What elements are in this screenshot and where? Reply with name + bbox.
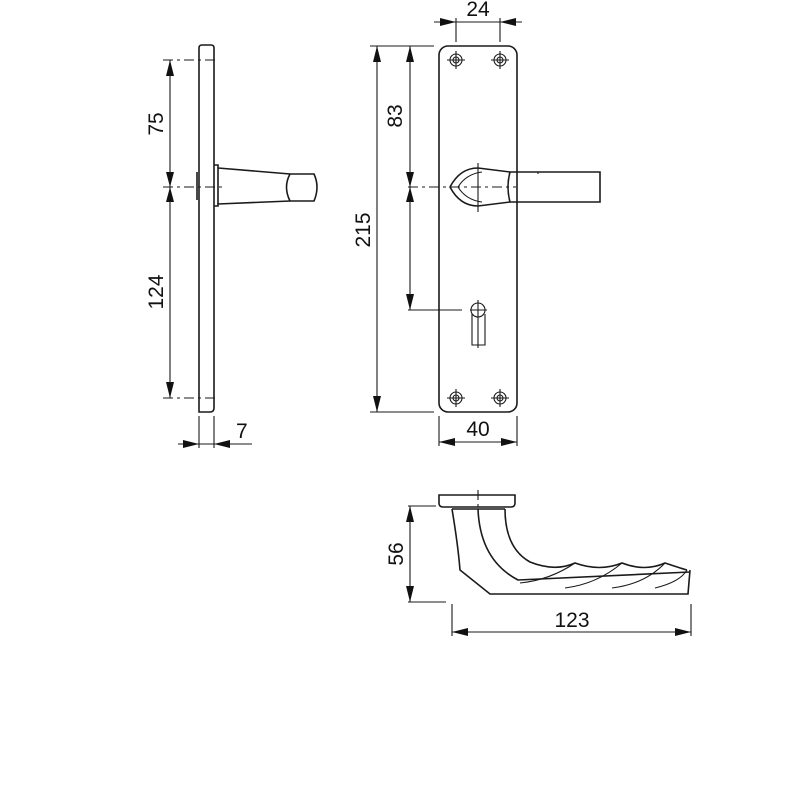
top-lever — [451, 508, 691, 595]
keyhole — [470, 300, 487, 348]
dim-7: 7 — [236, 420, 248, 443]
dim-83: 83 — [384, 104, 407, 127]
dim-75: 75 — [145, 112, 168, 135]
side-view: 75 124 7 — [145, 44, 318, 448]
dim-123: 123 — [554, 609, 589, 632]
top-view: 56 123 — [385, 490, 692, 636]
screw-holes — [447, 51, 509, 407]
side-backplate — [198, 44, 215, 413]
front-lever — [507, 171, 601, 203]
front-backplate — [438, 45, 518, 413]
dim-24: 24 — [466, 0, 490, 21]
dim-40: 40 — [466, 418, 489, 441]
side-lever — [214, 164, 291, 207]
dim-124: 124 — [145, 274, 168, 309]
dim-215: 215 — [352, 212, 375, 247]
dim-56: 56 — [385, 542, 408, 565]
top-rose — [438, 494, 516, 508]
front-view: 24 215 83 40 — [352, 0, 601, 446]
